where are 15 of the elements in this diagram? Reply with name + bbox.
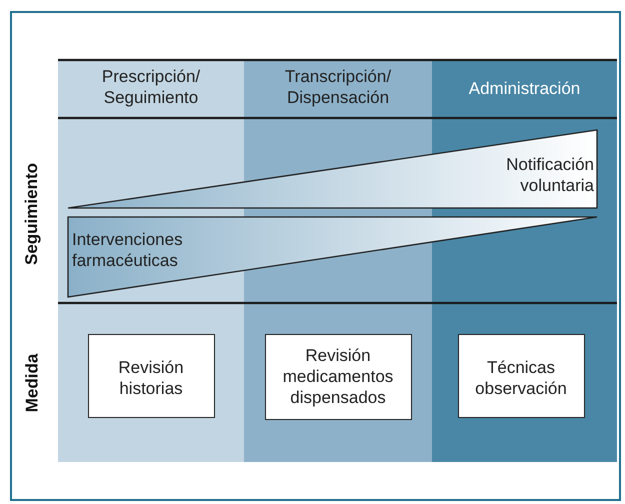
- row-label: Seguimiento: [22, 163, 42, 265]
- column-heading: Administración: [468, 78, 582, 99]
- column-heading: Transcripción/ Dispensación: [284, 66, 392, 108]
- method-box: [458, 334, 585, 418]
- wedge-label: Notificación voluntaria: [505, 154, 594, 196]
- method-label: Revisión medicamentos dispensados: [282, 345, 394, 408]
- wedge-shape: [66, 215, 600, 299]
- wedge-shape: [66, 128, 600, 210]
- method-label: Revisión historias: [117, 357, 185, 399]
- column-heading: Prescripción/ Seguimiento: [100, 66, 202, 108]
- method-box: [88, 334, 215, 418]
- wedge-label: Intervenciones farmacéuticas: [72, 229, 184, 271]
- method-box: [265, 334, 412, 420]
- row-label: Medida: [22, 354, 42, 412]
- method-label: Técnicas observación: [474, 357, 568, 399]
